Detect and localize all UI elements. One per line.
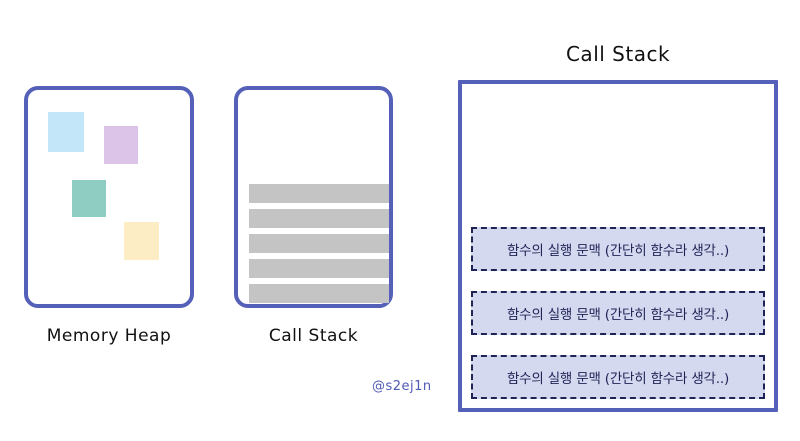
stack-bar-4 [249, 259, 389, 278]
heap-block-teal [72, 180, 106, 217]
memory-heap-caption: Memory Heap [46, 326, 172, 346]
stack-bar-3 [249, 234, 389, 253]
stack-bar-2 [249, 209, 389, 228]
heap-block-blue [48, 112, 84, 152]
call-stack-frame-label: 함수의 실행 문맥 (간단히 함수라 생각..) [506, 307, 730, 323]
call-stack-panel [234, 86, 393, 308]
call-stack-detail-title: Call Stack [565, 42, 671, 66]
call-stack-frame-label: 함수의 실행 문맥 (간단히 함수라 생각..) [506, 243, 730, 259]
heap-block-purple [104, 126, 138, 164]
call-stack-detail-panel: 함수의 실행 문맥 (간단히 함수라 생각..) 함수의 실행 문맥 (간단히 함… [458, 80, 778, 412]
author-watermark: @s2ej1n [372, 379, 432, 394]
memory-heap-panel [24, 86, 194, 308]
call-stack-caption: Call Stack [268, 326, 359, 346]
call-stack-frame: 함수의 실행 문맥 (간단히 함수라 생각..) [471, 291, 765, 335]
stack-bar-5 [249, 284, 389, 303]
call-stack-frame: 함수의 실행 문맥 (간단히 함수라 생각..) [471, 355, 765, 399]
call-stack-frame-list: 함수의 실행 문맥 (간단히 함수라 생각..) 함수의 실행 문맥 (간단히 함… [462, 207, 774, 399]
call-stack-frame: 함수의 실행 문맥 (간단히 함수라 생각..) [471, 227, 765, 271]
heap-block-yellow [124, 222, 159, 260]
call-stack-frame-label: 함수의 실행 문맥 (간단히 함수라 생각..) [506, 371, 730, 387]
stack-bar-1 [249, 184, 389, 203]
